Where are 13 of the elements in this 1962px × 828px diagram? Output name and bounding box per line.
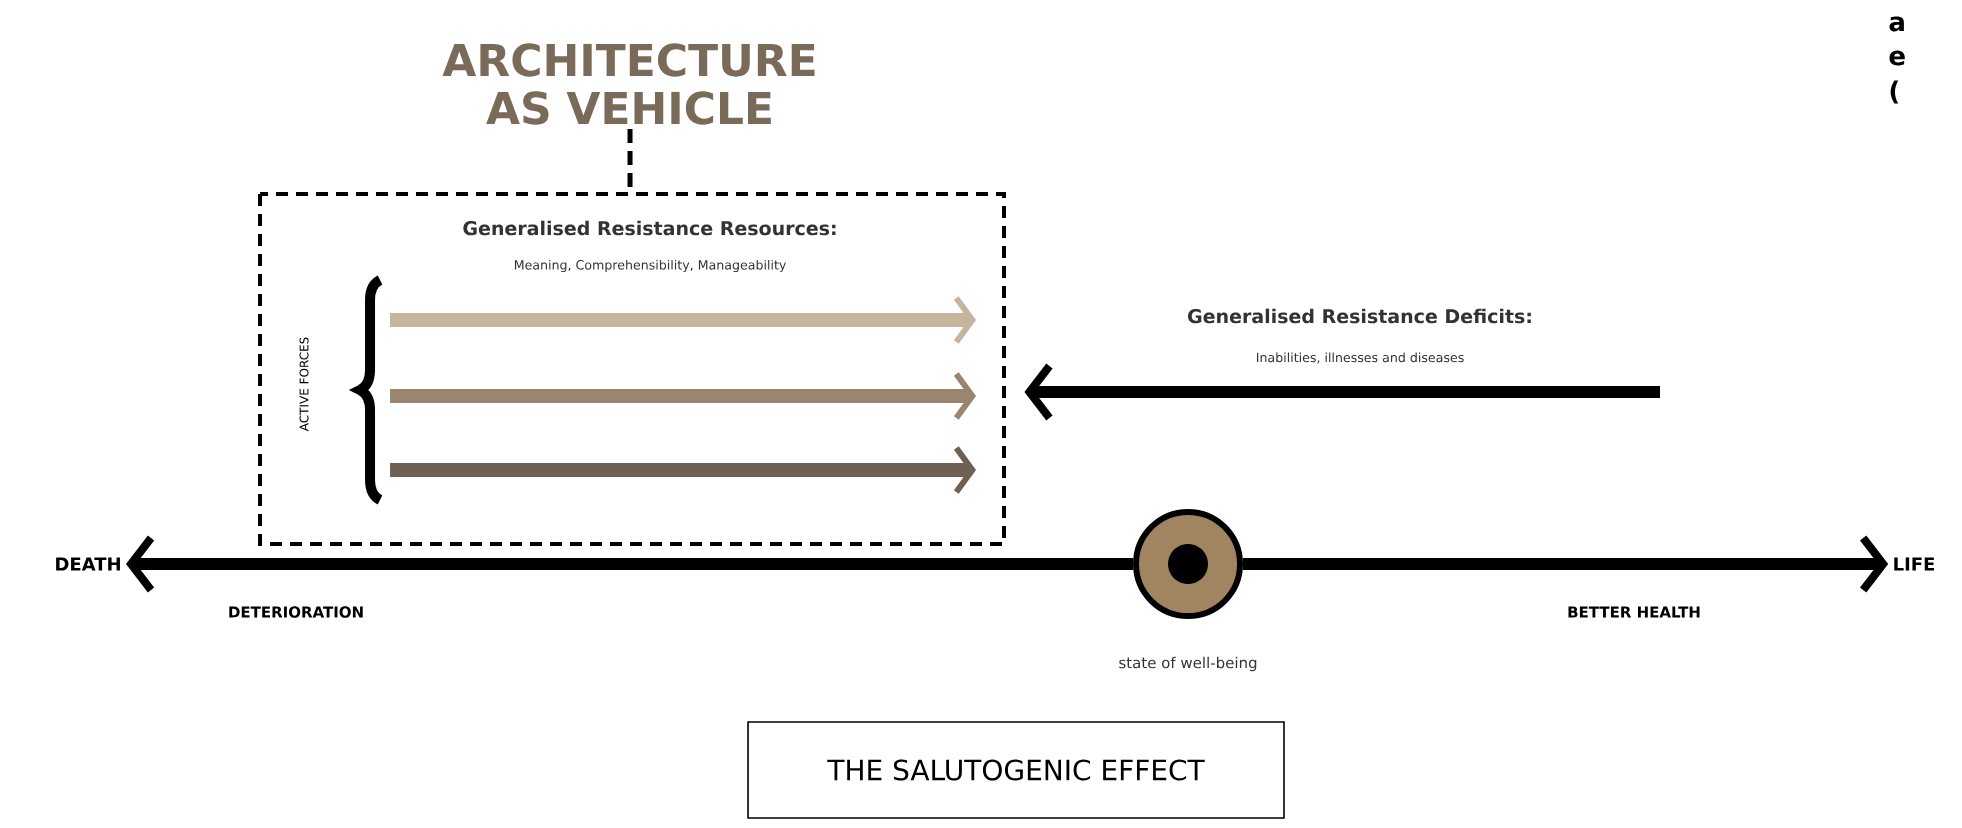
heading: ARCHITECTURE AS VEHICLE [442, 43, 815, 125]
arrow [1243, 535, 1889, 593]
state-marker [1133, 509, 1243, 619]
end-label: DEATH [56, 557, 120, 571]
arrow [126, 535, 1133, 593]
text-fragment: e [1889, 50, 1905, 66]
text-fragment: a [1889, 16, 1904, 32]
heading: Generalised Resistance Deficits: [1188, 308, 1531, 324]
end-label: LIFE [1894, 557, 1935, 571]
title-box: THE SALUTOGENIC EFFECT [747, 721, 1285, 819]
heading: Generalised Resistance Resources: [463, 220, 836, 236]
arrow [1024, 363, 1660, 421]
text-fragment: ( [1890, 80, 1899, 104]
